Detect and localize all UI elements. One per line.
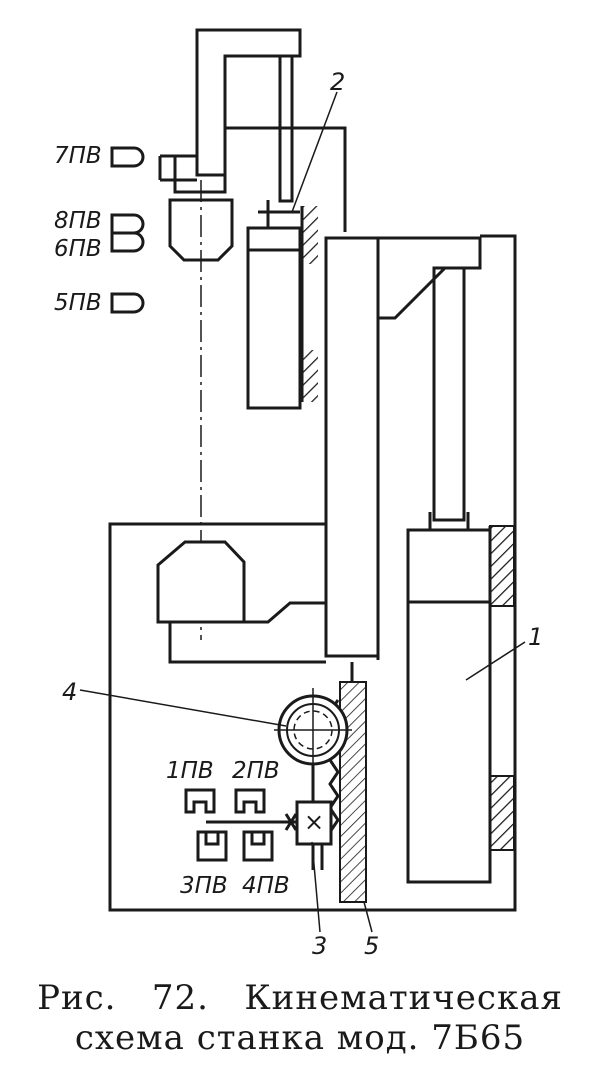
label-3pv: 3ПВ: [180, 873, 228, 899]
figure-caption-line-1: Рис. 72. Кинематическая: [37, 978, 563, 1018]
figure-caption-line-2: схема станка мод. 7Б65: [74, 1018, 526, 1058]
cylinder-1: [406, 266, 515, 884]
callout-2: 2: [330, 68, 345, 96]
svg-text:×: ×: [304, 808, 324, 836]
rack-5: [328, 662, 367, 903]
label-5pv: 5ПВ: [54, 290, 102, 316]
label-8pv: 8ПВ: [54, 208, 102, 234]
label-6pv: 6ПВ: [54, 236, 102, 262]
lower-spindle-head: [156, 540, 326, 664]
label-7pv: 7ПВ: [54, 143, 102, 169]
limit-switch-block: [184, 788, 274, 862]
main-column: [108, 234, 517, 912]
upper-ram-frame: [158, 28, 347, 232]
worm-3: ×: [206, 764, 333, 870]
label-1pv: 1ПВ: [166, 758, 214, 784]
callout-1: 1: [528, 623, 543, 651]
leader-lines: [79, 91, 526, 933]
cylinder-2: [246, 200, 318, 410]
callout-4: 4: [62, 678, 77, 706]
label-2pv: 2ПВ: [232, 758, 280, 784]
callout-3: 3: [312, 932, 327, 960]
label-4pv: 4ПВ: [242, 873, 290, 899]
upper-limit-switches: [110, 146, 145, 314]
kinematic-diagram: × 7ПВ 8ПВ 6ПВ 5ПВ 1ПВ 2ПВ 3ПВ 4ПВ 1 2 3 …: [54, 28, 543, 960]
callout-5: 5: [364, 932, 379, 960]
upper-spindle-head: [168, 180, 234, 640]
